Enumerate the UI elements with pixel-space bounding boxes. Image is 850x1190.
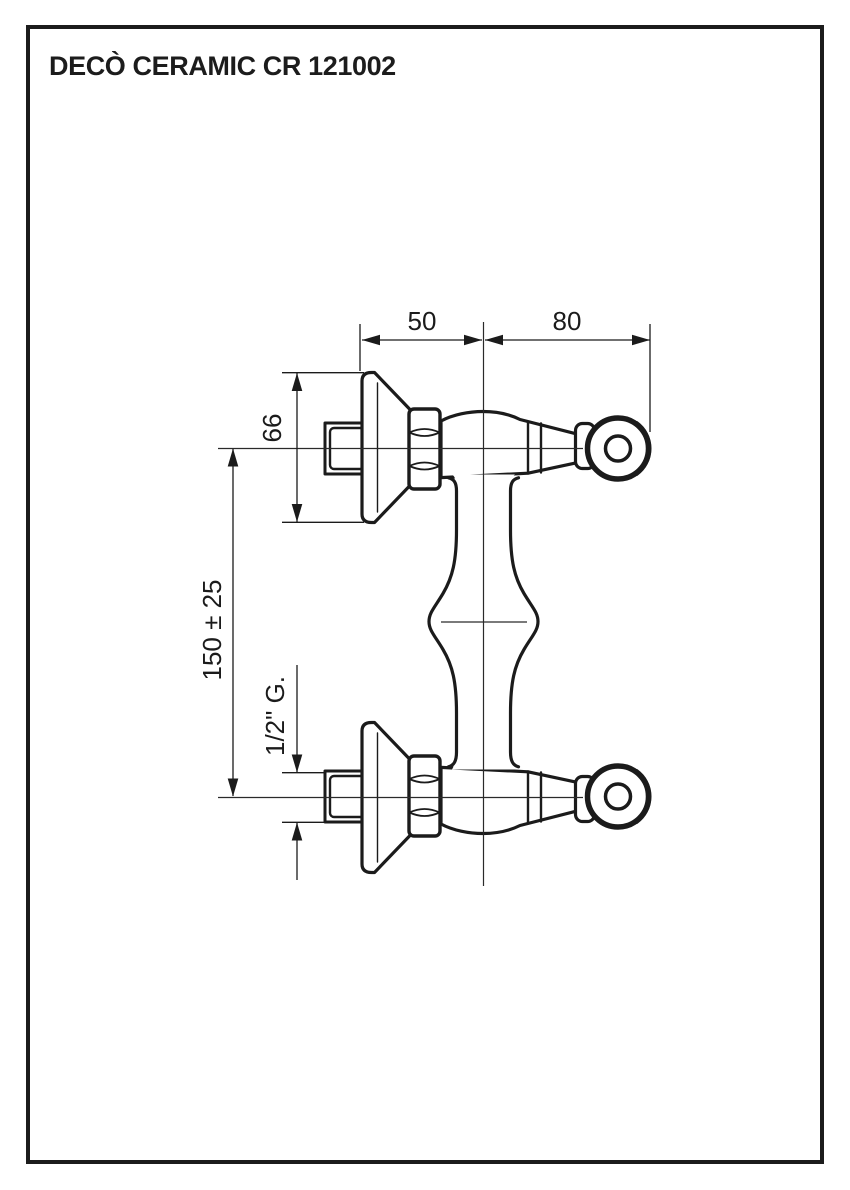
dimension-lines bbox=[232, 324, 651, 880]
outlet-bore bbox=[603, 434, 633, 463]
dim-label-150-25: 150 ± 25 bbox=[197, 579, 227, 680]
dim-label-80: 80 bbox=[553, 306, 582, 336]
dim-label-50: 50 bbox=[408, 306, 437, 336]
body-column-right-edge bbox=[508, 476, 540, 769]
center-lines bbox=[218, 322, 583, 886]
dim-label-66: 66 bbox=[257, 414, 287, 443]
escutcheon-flange bbox=[360, 370, 412, 525]
page-title: DECÒ CERAMIC CR 121002 bbox=[49, 51, 396, 81]
body-hub bbox=[439, 409, 586, 480]
dimension-arrows bbox=[227, 334, 650, 841]
wall-assembly bbox=[323, 370, 652, 525]
outlet-ring-rim bbox=[635, 421, 652, 476]
dim-label-thread: 1/2" G. bbox=[260, 676, 290, 756]
drawing-frame: DECÒ CERAMIC CR 121002 bbox=[26, 25, 824, 1164]
body-column-left-edge bbox=[427, 476, 459, 769]
